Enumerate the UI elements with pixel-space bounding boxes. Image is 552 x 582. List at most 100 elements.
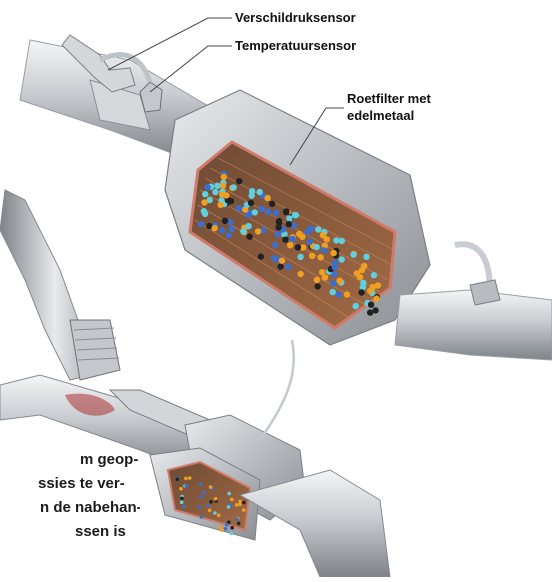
particle (235, 503, 239, 507)
particle (212, 225, 218, 231)
particle (202, 191, 208, 197)
particle (277, 263, 283, 269)
particle (206, 504, 210, 508)
particle (217, 202, 223, 208)
particle (285, 264, 291, 270)
temperature-sensor-label: Temperatuursensor (235, 37, 356, 54)
particle (339, 238, 345, 244)
particle (184, 477, 188, 481)
particle (358, 289, 364, 295)
particle (330, 289, 336, 295)
particle (331, 250, 337, 256)
particle (209, 500, 213, 504)
particle (339, 256, 345, 262)
particle (295, 244, 301, 250)
particle (214, 183, 220, 189)
particle (230, 532, 234, 536)
particle (242, 508, 246, 512)
caption-line-1: m geop- (0, 448, 140, 472)
particle (199, 483, 203, 487)
particle (221, 174, 227, 180)
particle (231, 184, 237, 190)
particle (269, 201, 275, 207)
particle (368, 302, 374, 308)
particle (220, 183, 226, 189)
particle (309, 253, 315, 259)
particle (272, 242, 278, 248)
particle (314, 277, 320, 283)
soot-filter-label-line-2: edelmetaal (347, 107, 414, 124)
particle (344, 291, 350, 297)
particle (322, 274, 328, 280)
particle (242, 501, 246, 505)
particle (209, 485, 213, 489)
particle (255, 228, 261, 234)
caption-line-3: n de nabehan- (0, 496, 140, 520)
zoom-connector (260, 340, 294, 440)
particle (198, 221, 204, 227)
particle (279, 258, 285, 264)
particle (238, 503, 242, 507)
particle (287, 242, 293, 248)
particle (275, 231, 281, 237)
particle (198, 505, 202, 509)
particle (271, 255, 277, 261)
particle (273, 210, 279, 216)
caption-fragment: m geop- ssies te ver- n de nabehan- ssen… (0, 448, 140, 544)
particle (236, 178, 242, 184)
particle (200, 515, 204, 519)
particle (179, 487, 183, 491)
particle (228, 198, 234, 204)
particle (275, 224, 281, 230)
particle (359, 267, 365, 273)
particle (240, 228, 246, 234)
particle (188, 476, 192, 480)
particle (336, 278, 342, 284)
particle (230, 498, 234, 502)
particle (227, 492, 231, 496)
particle (212, 189, 218, 195)
particle (332, 264, 338, 270)
particle (258, 206, 264, 212)
particle (199, 495, 203, 499)
particle (289, 236, 295, 242)
particle (371, 272, 377, 278)
particle (296, 231, 302, 237)
particle (237, 522, 241, 526)
particle (248, 200, 254, 206)
particle (264, 195, 270, 201)
particle (292, 212, 298, 218)
particle (282, 237, 288, 243)
particle (321, 247, 327, 253)
particle (265, 209, 271, 215)
particle (286, 221, 292, 227)
particle (222, 218, 228, 224)
particle (324, 236, 330, 242)
particle (180, 497, 184, 501)
particle (202, 491, 206, 495)
particle (213, 511, 217, 515)
particle (330, 280, 336, 286)
particle (318, 254, 324, 260)
particle (176, 477, 180, 481)
particle (227, 505, 231, 509)
soot-filter-label-line-1: Roetfilter met (347, 90, 431, 107)
particle (252, 209, 258, 215)
particle (225, 523, 229, 527)
particle (313, 244, 319, 250)
particle (182, 505, 186, 509)
particle (363, 254, 369, 260)
particle (219, 227, 225, 233)
particle (367, 288, 373, 294)
particle (224, 527, 228, 531)
particle (246, 234, 252, 240)
particle (180, 500, 184, 504)
particle (229, 226, 235, 232)
caption-line-2: ssies te ver- (0, 472, 140, 496)
particle (257, 189, 263, 195)
particle (202, 211, 208, 217)
particle (304, 229, 310, 235)
particle (307, 239, 313, 245)
particle (335, 292, 341, 298)
